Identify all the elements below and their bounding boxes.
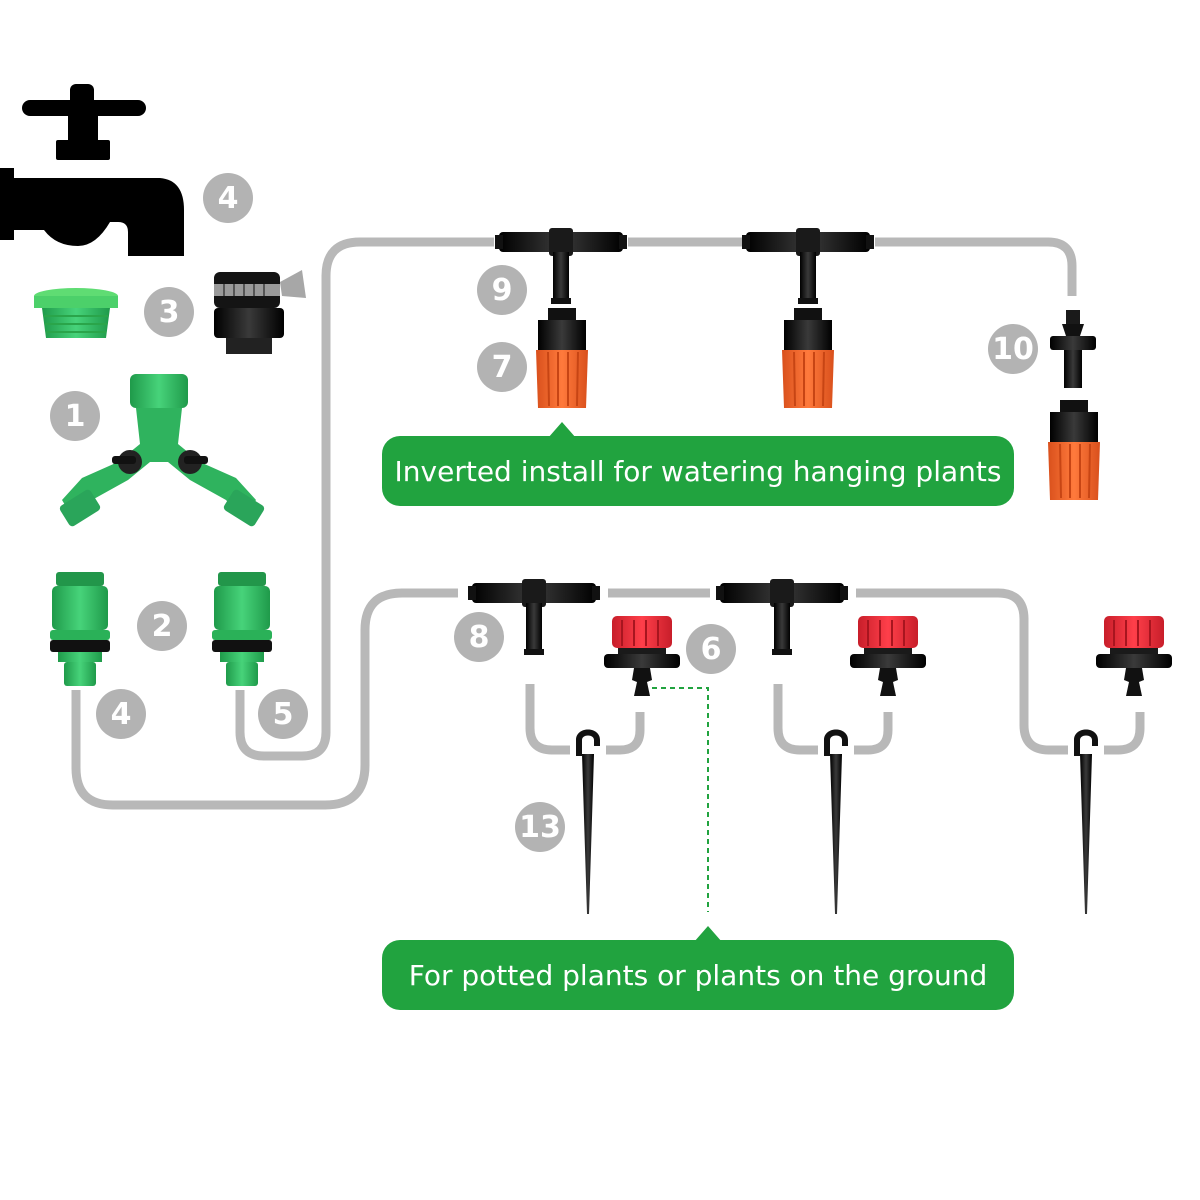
quick-connector-left-icon xyxy=(50,572,110,686)
nozzle-upper-1-icon xyxy=(535,307,589,409)
badge-tee-upper: 9 xyxy=(477,265,527,315)
badge-stake: 13 xyxy=(515,802,565,852)
callout-pointer-upper xyxy=(548,422,576,438)
badge-splitter: 1 xyxy=(50,391,100,441)
tube-right-loop xyxy=(235,237,494,761)
badge-adapter: 3 xyxy=(144,287,194,337)
tube-drop-1b xyxy=(606,712,645,755)
quick-connector-right-icon xyxy=(212,572,272,686)
dripper-1-icon xyxy=(603,615,681,697)
tube-drop-2b xyxy=(854,712,893,755)
nozzle-upper-2-icon xyxy=(781,307,835,409)
faucet-icon xyxy=(0,84,184,256)
badge-faucet: 4 xyxy=(203,173,253,223)
badge-dripper: 6 xyxy=(686,624,736,674)
tube-drop-1 xyxy=(525,684,570,755)
dripper-3-icon xyxy=(1095,615,1173,697)
dashed-pointer xyxy=(652,687,709,912)
tube-drip-a xyxy=(1117,712,1145,755)
stake-1-icon xyxy=(576,729,600,914)
y-splitter-icon xyxy=(59,374,265,527)
barb-connector-icon xyxy=(1050,310,1096,388)
badge-connectors: 2 xyxy=(137,601,187,651)
badge-hose-left: 4 xyxy=(96,689,146,739)
callout-ground-plants: For potted plants or plants on the groun… xyxy=(382,940,1014,1010)
tee-connector-lower-2-icon xyxy=(716,579,848,655)
nozzle-upper-3-icon xyxy=(1047,399,1101,501)
tee-connector-upper-2-icon xyxy=(742,228,874,304)
badge-tee-lower: 8 xyxy=(454,612,504,662)
tube-left-loop xyxy=(71,588,458,810)
stake-2-icon xyxy=(824,729,848,914)
garden-adapter-icon xyxy=(34,288,118,338)
badge-nozzle-upper: 7 xyxy=(477,342,527,392)
dripper-2-icon xyxy=(849,615,927,697)
tube-lower-2 xyxy=(856,588,1068,755)
faucet-clamp-connector-icon xyxy=(214,270,306,354)
callout-pointer-lower xyxy=(694,926,722,942)
tube-drop-2 xyxy=(773,684,818,755)
badge-hose-right: 5 xyxy=(258,689,308,739)
badge-barb: 10 xyxy=(988,324,1038,374)
tubing xyxy=(71,237,1145,810)
stake-3-icon xyxy=(1074,729,1098,914)
tube-upper-2 xyxy=(875,237,1077,296)
callout-hanging-plants: Inverted install for watering hanging pl… xyxy=(382,436,1014,506)
